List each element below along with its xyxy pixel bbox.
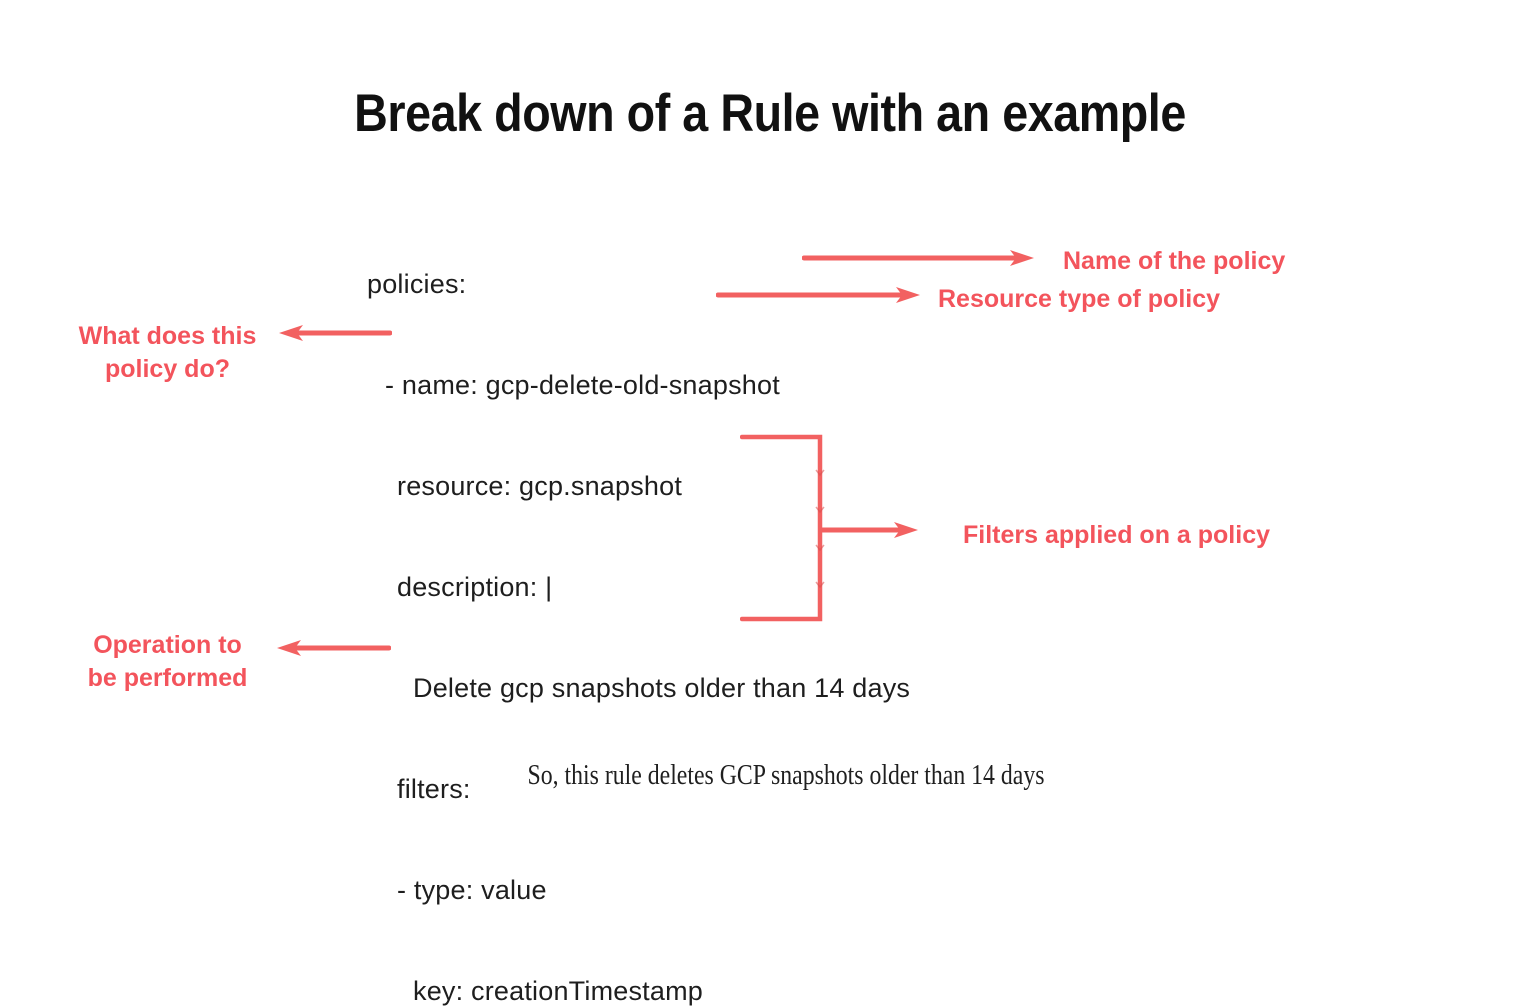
page-title: Break down of a Rule with an example bbox=[354, 84, 1186, 143]
resource-policy-right-arrow-icon bbox=[716, 287, 920, 303]
actions-policy-label-line1: Operation to bbox=[93, 631, 242, 659]
description-policy-left-arrow-icon bbox=[279, 325, 392, 341]
yaml-line-filters: filters: bbox=[397, 774, 471, 804]
name-policy-right-arrow-icon bbox=[802, 250, 1034, 266]
filters-policy-label: Filters applied on a policy bbox=[963, 521, 1271, 549]
yaml-code-block: policies: - name: gcp-delete-old-snapsho… bbox=[367, 203, 910, 1008]
yaml-line-description-text: Delete gcp snapshots older than 14 days bbox=[413, 673, 911, 703]
actions-policy-label-line2: be performed bbox=[87, 664, 248, 692]
description-policy-label-line2: policy do? bbox=[105, 355, 230, 383]
summary-text: So, this rule deletes GCP snapshots olde… bbox=[527, 759, 1045, 791]
yaml-line-filter-type: - type: value bbox=[397, 875, 547, 905]
filters-bracket-icon bbox=[740, 434, 825, 622]
yaml-line-description: description: | bbox=[397, 572, 553, 602]
yaml-line-policies: policies: bbox=[367, 269, 467, 299]
name-policy-label: Name of the policy bbox=[1063, 247, 1286, 275]
filters-policy-right-arrow-icon bbox=[822, 522, 918, 538]
resource-policy-label: Resource type of policy bbox=[938, 285, 1221, 313]
actions-policy-left-arrow-icon bbox=[277, 640, 391, 656]
yaml-line-name: - name: gcp-delete-old-snapshot bbox=[385, 370, 780, 400]
actions-policy-label: Operation to be performed bbox=[55, 629, 280, 695]
yaml-line-resource: resource: gcp.snapshot bbox=[397, 471, 683, 501]
description-policy-label: What does this policy do? bbox=[55, 320, 280, 386]
description-policy-label-line1: What does this bbox=[78, 322, 257, 350]
yaml-line-filter-key: key: creationTimestamp bbox=[413, 976, 703, 1006]
